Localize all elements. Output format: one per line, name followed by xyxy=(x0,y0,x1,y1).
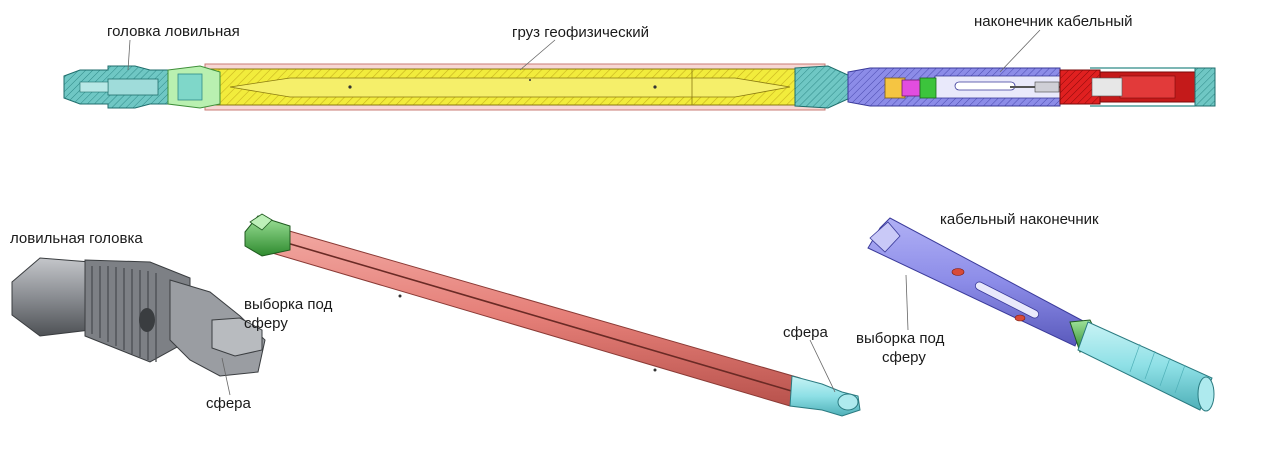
label-cable-head-top: наконечник кабельный xyxy=(974,13,1133,30)
fishing-head-3d xyxy=(11,257,266,396)
leader-cable-top xyxy=(999,29,1041,73)
fishing-head-section xyxy=(63,65,171,109)
label-groove-left-line1: выборка под xyxy=(244,296,333,313)
cable-end-section xyxy=(1059,67,1216,107)
label-cable-head-bottom: кабельный наконечник xyxy=(940,211,1099,228)
leader-sphere-left xyxy=(221,357,231,396)
leader-sphere-mid xyxy=(809,339,836,393)
cable-head-3d xyxy=(867,217,1215,412)
leader-weight-top xyxy=(519,39,556,71)
section-view-assembly xyxy=(63,29,1216,111)
head-sleeve-section xyxy=(167,65,221,109)
leader-head-top xyxy=(127,39,131,71)
weight-3d xyxy=(244,213,861,417)
leader-groove-right xyxy=(905,274,909,331)
label-weight-top: груз геофизический xyxy=(512,24,649,41)
label-sphere-mid: сфера xyxy=(783,324,828,341)
label-fishing-head-bottom: ловильная головка xyxy=(10,230,143,247)
label-groove-right-line2: сферу xyxy=(882,349,926,366)
weight-body xyxy=(209,68,801,106)
label-groove-left-line2: сферу xyxy=(244,315,288,332)
label-fishing-head-top: головка ловильная xyxy=(107,23,240,40)
label-groove-right-line1: выборка под xyxy=(856,330,945,347)
cable-head-section xyxy=(847,67,1070,107)
label-sphere-left: сфера xyxy=(206,395,251,412)
